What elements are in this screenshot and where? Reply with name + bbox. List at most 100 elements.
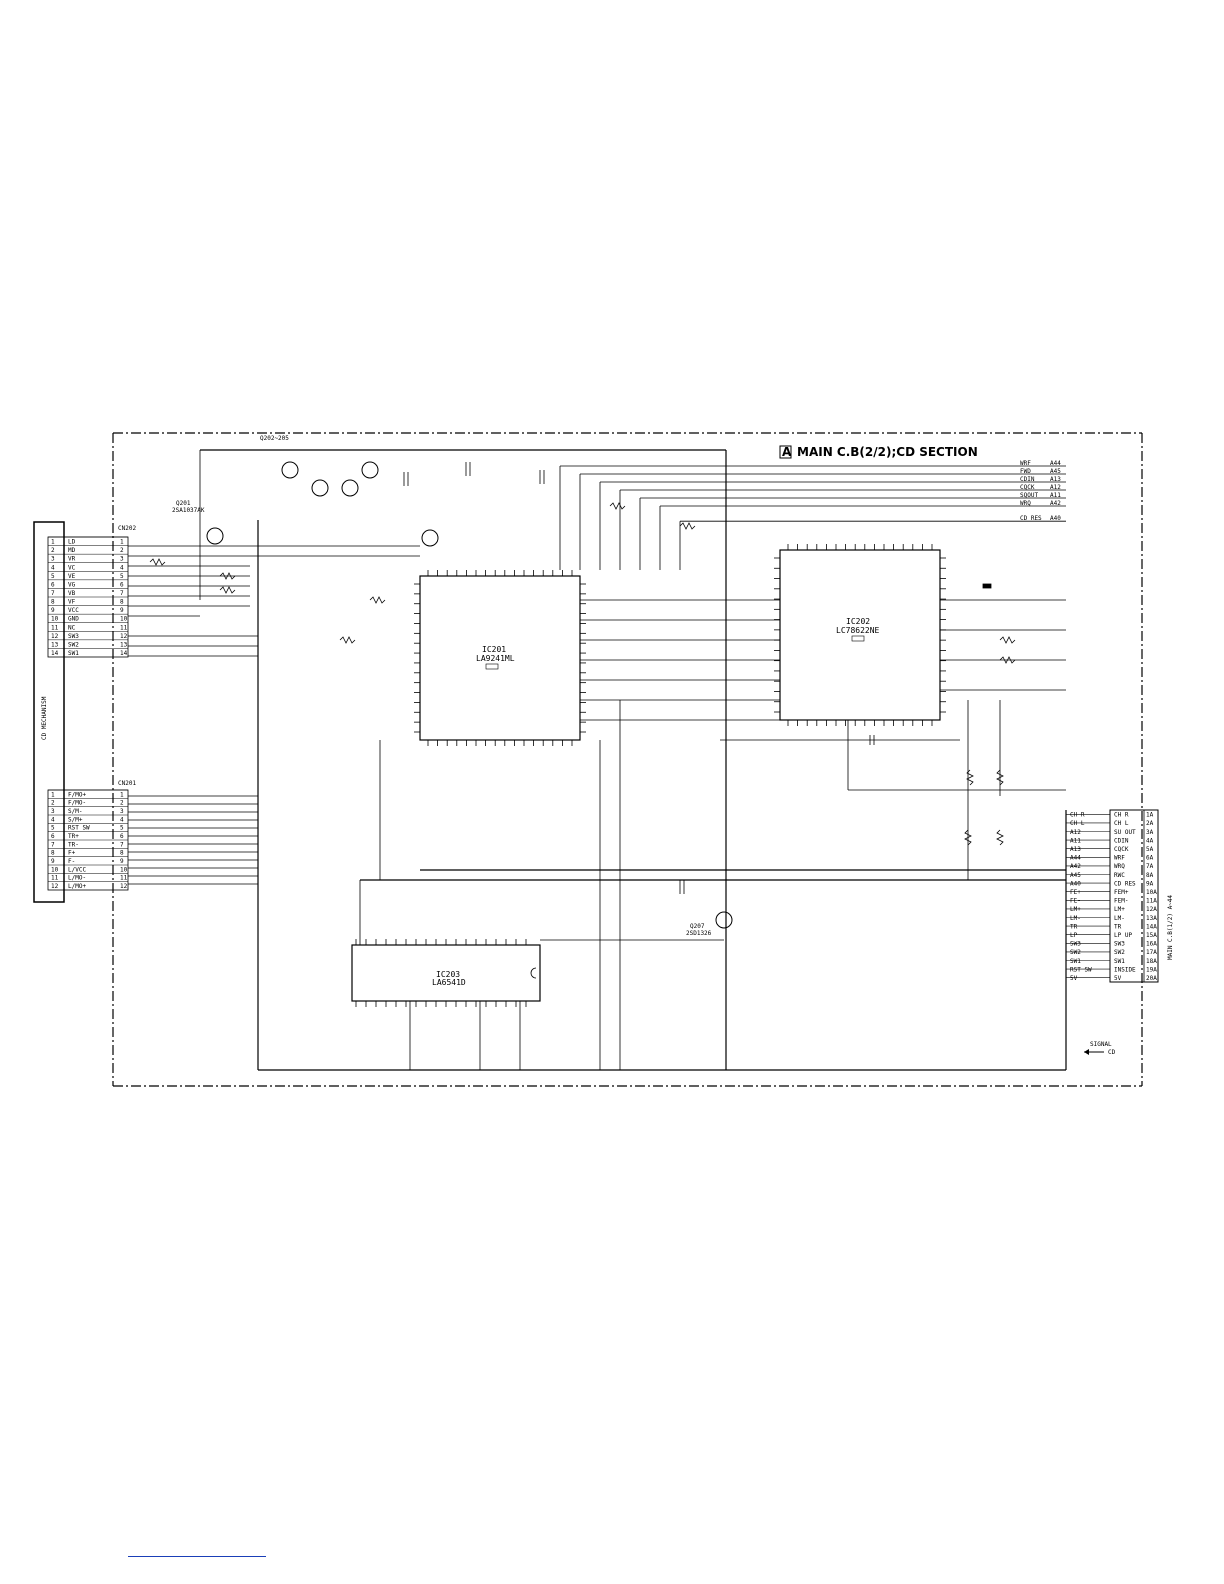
cn202-pin-number-right: 12 (120, 633, 128, 640)
right-connector-signal: FEM+ (1114, 889, 1129, 896)
cn201-pin-number: 4 (51, 816, 55, 823)
cn201-pin-label: RST SW (68, 825, 90, 832)
cn202-pin-number: 9 (51, 607, 55, 614)
cn201-pin-label: F/MO- (68, 800, 86, 807)
right-connector-pin: 2A (1146, 820, 1154, 827)
cn201-pin-number: 6 (51, 833, 55, 840)
cn202-pin-number-right: 10 (120, 616, 128, 623)
cn201-pin-number-right: 7 (120, 841, 124, 848)
ic203-ref: IC203 (436, 970, 460, 979)
cn201-pin-number: 2 (51, 800, 55, 807)
ic201-part: LA9241ML (476, 654, 515, 663)
right-connector-net: A44 (1070, 855, 1081, 862)
q207-part: 2SD1326 (686, 930, 712, 937)
right-connector-signal: 5V (1114, 975, 1122, 982)
cn202-ref: CN202 (118, 525, 136, 532)
right-connector-signal: WRQ (1114, 863, 1125, 870)
right-connector-signal: RWC (1114, 872, 1125, 879)
transistor-q207: Q207 2SD1326 (686, 911, 733, 937)
right-connector-pin: 13A (1146, 915, 1157, 922)
q201-part: 2SA1037AK (172, 507, 205, 514)
cn201-pin-number: 3 (51, 808, 55, 815)
cn202-pin-number: 12 (51, 633, 59, 640)
top-ref: Q202~205 (260, 435, 289, 442)
cn201-pin-number-right: 8 (120, 850, 124, 857)
right-connector-pin: 15A (1146, 932, 1157, 939)
cn201-pin-number-right: 9 (120, 858, 124, 865)
output-bus-code: A12 (1050, 484, 1061, 491)
cn202-pin-number: 6 (51, 581, 55, 588)
cn202-pin-number: 4 (51, 564, 55, 571)
passive-components (149, 462, 1016, 894)
cn201-pin-label: S/M- (68, 808, 82, 815)
right-connector-pin: 14A (1146, 923, 1157, 930)
cn201-pin-number-right: 4 (120, 816, 124, 823)
cn202-pin-label: GND (68, 616, 79, 623)
right-connector-net: RST SW (1070, 966, 1092, 973)
ic202-ref: IC202 (846, 617, 870, 626)
right-connector-net: CH R (1070, 812, 1085, 819)
ic203-part: LA6541D (432, 978, 466, 987)
right-connector-pin: 7A (1146, 863, 1154, 870)
cn202-pin-label: VB (68, 590, 76, 597)
right-connector-pin: 19A (1146, 966, 1157, 973)
right-connector-signal: SW1 (1114, 958, 1125, 965)
right-connector-pin: 10A (1146, 889, 1157, 896)
output-bus-signal: WRQ (1020, 500, 1031, 507)
right-connector-pin: 1A (1146, 812, 1154, 819)
right-connector-pin: 20A (1146, 975, 1157, 982)
transistor-group-top (281, 461, 439, 547)
cn202-pin-label: VG (68, 581, 76, 588)
signal-legend: SIGNAL CD (1084, 1041, 1116, 1056)
right-connector-net: A12 (1070, 829, 1081, 836)
output-bus-signal: FWD (1020, 468, 1031, 475)
cn201-pin-number-right: 11 (120, 875, 128, 882)
cn202-pin-number: 7 (51, 590, 55, 597)
cn202-pin-number: 2 (51, 547, 55, 554)
cn202-pin-number-right: 3 (120, 556, 124, 563)
right-connector-signal: CH L (1114, 820, 1129, 827)
ic202: IC202 LC78622NE (779, 549, 941, 721)
output-bus-signal: WRF (1020, 460, 1031, 467)
cn201-pin-number: 5 (51, 825, 55, 832)
right-connector-net: CH L (1070, 820, 1085, 827)
cn201-pin-label: TR- (68, 841, 79, 848)
cn202-pin-label: VR (68, 556, 76, 563)
right-connector-net: TR (1070, 923, 1078, 930)
cn201-pin-label: F+ (68, 850, 76, 857)
cn202-pin-number-right: 1 (120, 539, 124, 546)
right-connector-pin: 8A (1146, 872, 1154, 879)
cn202-pin-number-right: 13 (120, 641, 128, 648)
right-connector-pin: 12A (1146, 906, 1157, 913)
right-connector-net: 5V (1070, 975, 1078, 982)
cn202-pin-number: 1 (51, 539, 55, 546)
right-connector-signal: CH R (1114, 812, 1129, 819)
ic203: IC203 LA6541D (351, 944, 541, 1002)
right-connector-pin: 17A (1146, 949, 1157, 956)
signal-legend-sub: CD (1108, 1049, 1116, 1056)
section-title: MAIN C.B(2/2);CD SECTION (797, 445, 978, 459)
cn201-pin-number: 11 (51, 875, 59, 882)
cn201-pin-label: F/MO+ (68, 791, 86, 798)
output-bus-code: A45 (1050, 468, 1061, 475)
output-bus-code: A40 (1050, 515, 1061, 522)
output-bus-signal: SQOUT (1020, 492, 1038, 499)
cn202-pin-number-right: 2 (120, 547, 124, 554)
cn202-pin-number-right: 9 (120, 607, 124, 614)
right-connector-signal: CDIN (1114, 837, 1129, 844)
cn202-pin-label: SW1 (68, 650, 79, 657)
cn201-pin-number: 8 (51, 850, 55, 857)
output-bus-signal: CQCK (1020, 484, 1035, 491)
ic201: IC201 LA9241ML (419, 575, 581, 741)
cn202-pin-number-right: 5 (120, 573, 124, 580)
footer-rule (128, 1556, 266, 1557)
cn201-pin-label: TR+ (68, 833, 79, 840)
cn202-pin-number: 13 (51, 641, 59, 648)
cn201-pin-label: L/MO- (68, 875, 86, 882)
section-border (112, 432, 1143, 1087)
cn202-pin-number-right: 11 (120, 624, 128, 631)
right-connector-net: FE- (1070, 898, 1081, 905)
